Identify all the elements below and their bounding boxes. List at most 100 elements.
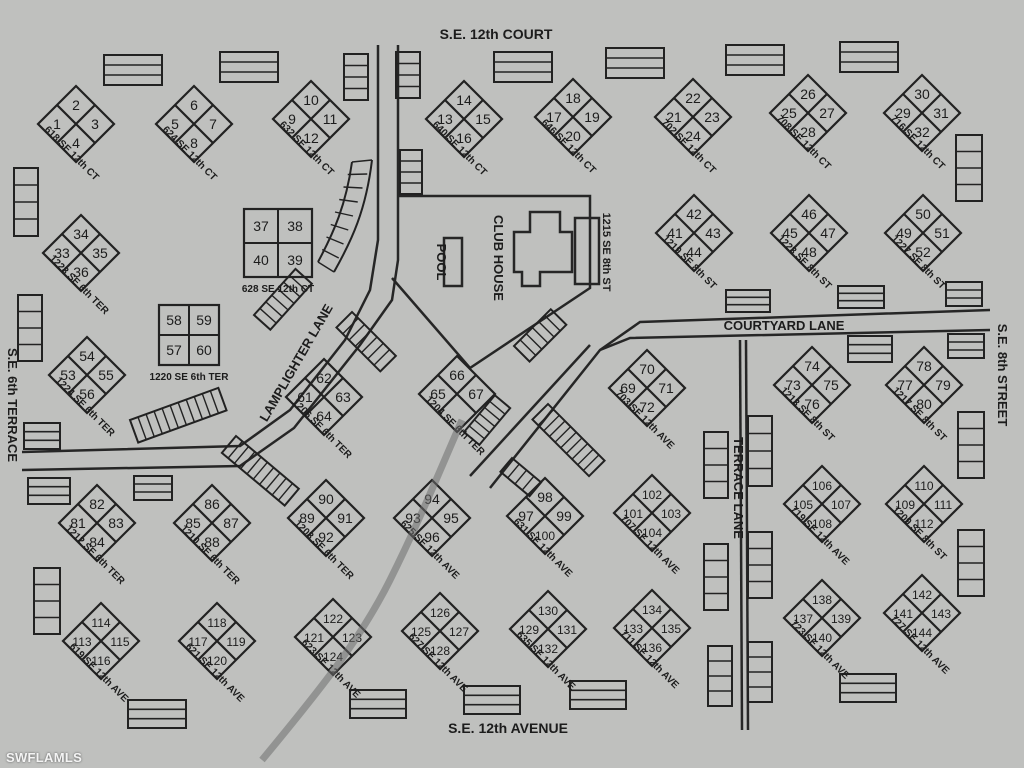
parking-stalls xyxy=(349,689,407,719)
unit-number: 59 xyxy=(196,312,212,328)
building-outline xyxy=(505,476,585,556)
unit-number: 11 xyxy=(323,111,338,127)
unit-number: 107 xyxy=(831,498,851,512)
building-outline xyxy=(508,589,588,669)
unit-number: 86 xyxy=(204,496,220,512)
parking-stalls xyxy=(957,529,985,597)
unit-number: 15 xyxy=(475,111,491,127)
unit-number: 128 xyxy=(430,644,450,658)
unit-number: 78 xyxy=(916,358,932,374)
unit-number: 101 xyxy=(623,507,643,521)
unit-number: 91 xyxy=(337,510,353,526)
unit-number: 142 xyxy=(912,588,932,602)
unit-number: 2 xyxy=(72,97,80,113)
parking-stalls xyxy=(128,386,228,444)
unit-number: 139 xyxy=(831,612,851,626)
parking-stalls xyxy=(725,289,771,313)
parking-stalls xyxy=(703,543,729,611)
unit-number: 140 xyxy=(812,631,832,645)
unit-number: 53 xyxy=(60,367,76,383)
parking-stalls xyxy=(395,51,421,99)
road-se-6th-terrace-upper xyxy=(21,45,380,454)
parking-stalls xyxy=(839,673,897,703)
club-house-boundary xyxy=(391,194,592,370)
building-outline xyxy=(768,73,848,153)
unit-number: 114 xyxy=(91,616,110,630)
unit-number: 36 xyxy=(73,264,89,280)
unit-number: 63 xyxy=(335,389,351,405)
unit-number: 48 xyxy=(801,244,817,260)
unit-number: 75 xyxy=(823,377,839,393)
unit-number: 98 xyxy=(537,489,553,505)
unit-number: 27 xyxy=(819,105,835,121)
unit-number: 25 xyxy=(781,105,797,121)
unit-number: 39 xyxy=(287,252,303,268)
building-outline xyxy=(882,573,962,653)
unit-number: 16 xyxy=(456,130,472,146)
unit-number: 104 xyxy=(642,526,662,540)
unit-number: 100 xyxy=(535,529,555,543)
unit-number: 50 xyxy=(915,206,931,222)
unit-number: 103 xyxy=(661,507,681,521)
unit-number: 54 xyxy=(79,348,95,364)
unit-number: 43 xyxy=(705,225,721,241)
unit-number: 85 xyxy=(185,515,201,531)
unit-number: 141 xyxy=(893,607,913,621)
unit-number: 129 xyxy=(519,623,539,637)
parking-stalls xyxy=(23,422,61,450)
unit-number: 4 xyxy=(72,135,80,151)
building-outline xyxy=(882,73,962,153)
building-outline xyxy=(271,79,351,159)
unit-number: 112 xyxy=(914,517,933,531)
building-outline xyxy=(41,213,121,293)
building-outline xyxy=(884,464,964,544)
unit-number: 37 xyxy=(253,218,269,234)
parking-stalls xyxy=(839,41,899,73)
unit-number: 137 xyxy=(793,612,813,626)
building-outline xyxy=(654,193,734,273)
unit-number: 135 xyxy=(661,622,681,636)
unit-number: 42 xyxy=(686,206,702,222)
unit-number: 113 xyxy=(72,635,91,649)
unit-number: 121 xyxy=(304,631,324,645)
unit-number: 92 xyxy=(318,529,334,545)
unit-number: 76 xyxy=(804,396,820,412)
unit-number: 126 xyxy=(430,606,450,620)
road-courtyard-lane-inner xyxy=(599,328,991,352)
unit-number: 67 xyxy=(468,386,484,402)
unit-number: 115 xyxy=(110,635,129,649)
building-outline xyxy=(177,601,257,681)
unit-number: 9 xyxy=(288,111,296,127)
unit-number: 102 xyxy=(642,488,662,502)
unit-number: 52 xyxy=(915,244,931,260)
building-outline xyxy=(36,84,116,164)
unit-number: 38 xyxy=(287,218,303,234)
parking-stalls xyxy=(725,44,785,76)
building-outline xyxy=(172,483,252,563)
building-outline xyxy=(400,591,480,671)
building-outline xyxy=(653,77,733,157)
unit-number: 8 xyxy=(190,135,198,151)
building-outline xyxy=(607,348,687,428)
unit-number: 10 xyxy=(303,92,319,108)
unit-number: 120 xyxy=(207,654,227,668)
parking-stalls xyxy=(462,393,512,447)
unit-number: 66 xyxy=(449,367,465,383)
parking-stalls xyxy=(499,456,543,498)
parking-stalls xyxy=(27,477,71,505)
building-grid xyxy=(159,305,219,365)
unit-number: 46 xyxy=(801,206,817,222)
unit-number: 83 xyxy=(108,515,124,531)
unit-number: 77 xyxy=(897,377,913,393)
parking-stalls xyxy=(317,159,373,273)
unit-number: 119 xyxy=(226,635,245,649)
parking-areas xyxy=(13,41,985,729)
unit-number: 80 xyxy=(916,396,932,412)
unit-number: 5 xyxy=(171,116,179,132)
parking-stalls xyxy=(847,335,893,363)
parking-stalls xyxy=(605,47,665,79)
unit-number: 79 xyxy=(935,377,951,393)
club-house-label: CLUB HOUSE xyxy=(491,215,506,301)
